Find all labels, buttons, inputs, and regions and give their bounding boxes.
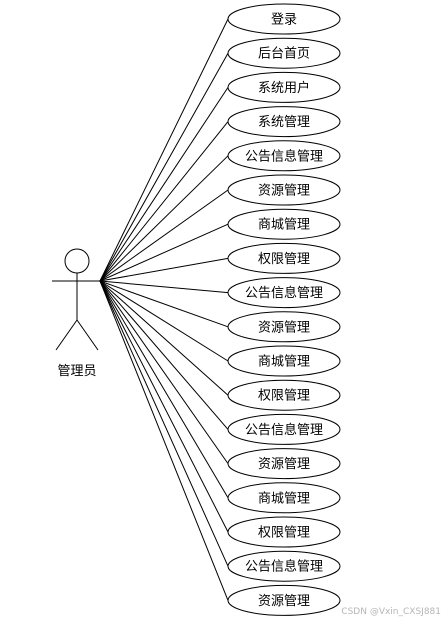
use-case: 商城管理	[227, 482, 341, 514]
use-case-ellipse	[227, 3, 341, 35]
use-case-ellipse	[227, 106, 341, 138]
association-line	[99, 280, 229, 328]
use-case: 资源管理	[227, 584, 341, 616]
use-case-list: 登录后台首页系统用户系统管理公告信息管理资源管理商城管理权限管理公告信息管理资源…	[227, 3, 341, 616]
use-case-ellipse	[227, 208, 341, 240]
association-line	[99, 280, 229, 499]
association-line	[99, 121, 229, 282]
use-case: 权限管理	[227, 379, 341, 411]
use-case: 商城管理	[227, 208, 341, 240]
use-case-label: 公告信息管理	[245, 559, 323, 575]
association-line	[99, 189, 229, 282]
association-line	[99, 280, 229, 567]
use-case-label: 资源管理	[258, 594, 310, 609]
association-line	[99, 280, 229, 294]
association-lines	[99, 18, 229, 601]
use-case: 系统管理	[227, 106, 341, 138]
association-line	[99, 280, 229, 362]
use-case: 登录	[227, 3, 341, 35]
association-line	[99, 223, 229, 282]
use-case-label: 商城管理	[258, 491, 310, 506]
use-case-label: 资源管理	[258, 457, 310, 472]
actor-left-leg	[55, 319, 78, 351]
use-case: 资源管理	[227, 174, 341, 206]
use-case-ellipse	[227, 550, 341, 582]
use-case-ellipse	[227, 71, 341, 103]
association-line	[99, 52, 229, 282]
use-case-label: 登录	[271, 13, 297, 28]
use-case-label: 商城管理	[258, 355, 310, 370]
use-case: 资源管理	[227, 448, 341, 480]
use-case: 资源管理	[227, 311, 341, 343]
use-case-ellipse	[227, 516, 341, 548]
use-case-ellipse	[227, 413, 341, 445]
association-line	[99, 155, 229, 282]
use-case-label: 资源管理	[258, 320, 310, 335]
association-line	[99, 280, 229, 464]
actor: 管理员	[52, 248, 102, 379]
watermark: CSDN @Vxin_CXSJ881	[341, 607, 441, 617]
use-case-label: 系统管理	[258, 115, 310, 130]
association-line	[99, 280, 229, 533]
use-case: 系统用户	[227, 71, 341, 103]
use-case-ellipse	[227, 379, 341, 411]
actor-right-leg	[76, 319, 99, 351]
use-case-label: 资源管理	[258, 184, 310, 199]
use-case-label: 系统用户	[258, 80, 310, 96]
use-case: 公告信息管理	[227, 550, 341, 582]
association-line	[99, 257, 229, 282]
use-case-ellipse	[227, 448, 341, 480]
use-case-label: 公告信息管理	[245, 422, 323, 438]
association-line	[99, 87, 229, 282]
use-case: 权限管理	[227, 516, 341, 548]
use-case-label: 公告信息管理	[245, 148, 323, 164]
use-case-ellipse	[227, 311, 341, 343]
use-case: 公告信息管理	[227, 277, 341, 309]
use-case-ellipse	[227, 174, 341, 206]
use-case-ellipse	[227, 584, 341, 616]
use-case-ellipse	[227, 242, 341, 274]
actor-head	[64, 248, 90, 274]
use-case-label: 权限管理	[258, 388, 310, 404]
use-case: 公告信息管理	[227, 140, 341, 172]
use-case: 权限管理	[227, 242, 341, 274]
actor-name: 管理员	[57, 364, 96, 379]
association-line	[99, 280, 229, 601]
use-case-label: 后台首页	[258, 47, 310, 62]
use-case: 商城管理	[227, 345, 341, 377]
association-line	[99, 280, 229, 396]
use-case-ellipse	[227, 277, 341, 309]
use-case-label: 权限管理	[258, 251, 310, 267]
use-case-ellipse	[227, 482, 341, 514]
use-case-label: 商城管理	[258, 218, 310, 233]
use-case: 公告信息管理	[227, 413, 341, 445]
use-case-label: 权限管理	[258, 525, 310, 541]
use-case-ellipse	[227, 140, 341, 172]
use-case-label: 公告信息管理	[245, 285, 323, 301]
association-line	[99, 280, 229, 430]
use-case: 后台首页	[227, 37, 341, 69]
association-line	[99, 18, 229, 282]
use-case-ellipse	[227, 345, 341, 377]
use-case-ellipse	[227, 37, 341, 69]
